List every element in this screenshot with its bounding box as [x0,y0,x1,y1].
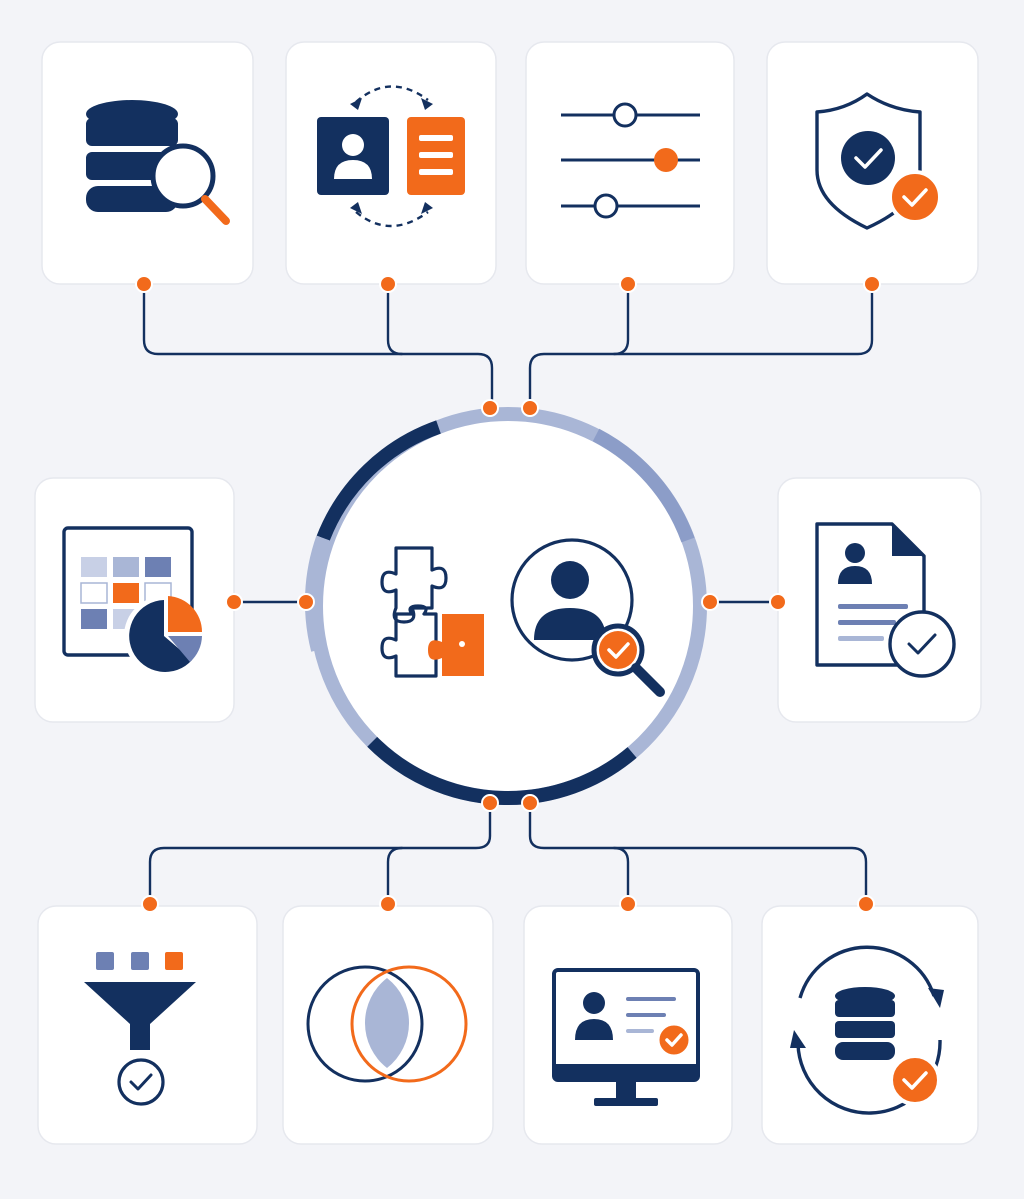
funnel-filter-check-icon [84,952,196,1106]
connector-top-1 [142,282,494,410]
puzzle-icon [380,546,484,678]
dot-top-card-2 [379,275,397,293]
dot-hub-left [297,593,315,611]
dot-bottom-card-4 [857,895,875,913]
connector-top-3 [612,282,630,356]
venn-overlap-icon [306,965,468,1083]
card-top-4[interactable] [766,41,979,285]
connection-dots [135,275,881,913]
connectors [142,282,874,906]
monitor-profile-check-icon [552,968,700,1106]
dot-hub-right [701,593,719,611]
settings-sliders-icon [561,102,700,219]
dot-top-card-3 [619,275,637,293]
database-sync-check-icon [790,945,944,1115]
profile-document-check-icon [815,522,956,678]
card-bottom-2[interactable] [282,905,494,1145]
connector-bottom-4 [528,801,868,906]
card-bottom-4[interactable] [761,905,979,1145]
database-search-icon [86,100,230,225]
dot-right-card [769,593,787,611]
dot-hub-top-right [521,399,539,417]
dot-bottom-card-3 [619,895,637,913]
connector-bottom-1 [148,801,492,906]
card-right[interactable] [777,477,982,723]
card-bottom-3[interactable] [523,905,733,1145]
dot-bottom-card-2 [379,895,397,913]
user-search-check-icon [510,538,665,697]
connector-top-4 [528,282,874,410]
dot-hub-top-left [481,399,499,417]
card-top-3[interactable] [525,41,735,285]
connector-top-2 [386,282,404,356]
dot-top-card-4 [863,275,881,293]
dot-hub-bottom-left [481,794,499,812]
card-bottom-1[interactable] [37,905,258,1145]
dot-bottom-card-1 [141,895,159,913]
card-top-1[interactable] [41,41,254,285]
table-pie-chart-icon [62,526,204,676]
connector-bottom-2 [386,846,404,906]
dot-top-card-1 [135,275,153,293]
hub-circle [304,407,707,806]
shield-check-icon [815,92,942,230]
profile-sync-icon [317,85,465,228]
card-top-2[interactable] [285,41,497,285]
card-left[interactable] [34,477,235,723]
dot-hub-bottom-right [521,794,539,812]
dot-left-card [225,593,243,611]
